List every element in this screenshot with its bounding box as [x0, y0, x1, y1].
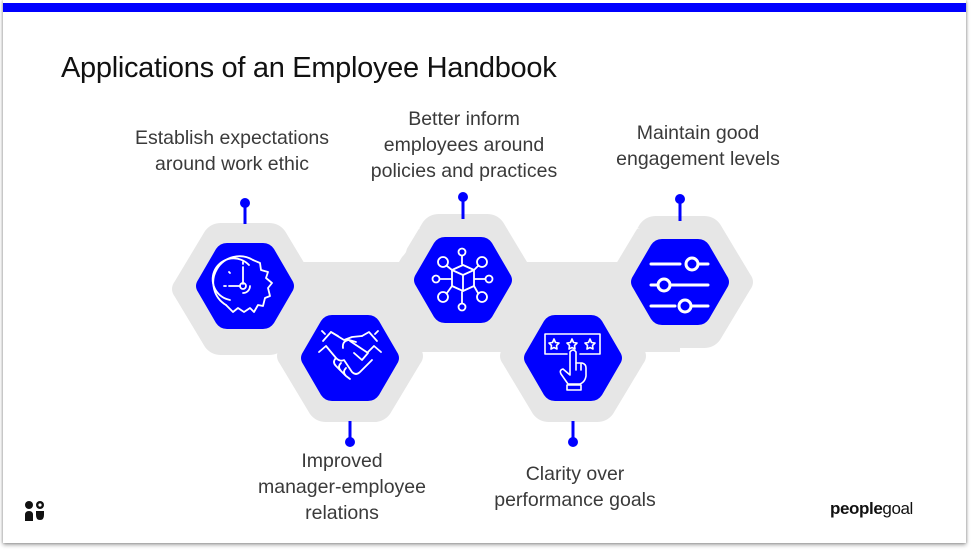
item-3-label-line2: employees around — [383, 134, 545, 156]
sliders-icon — [649, 256, 710, 314]
item-1-label: Establish expectations around work ethic — [135, 125, 329, 177]
network-cube-icon — [431, 247, 494, 312]
handshake-icon — [318, 330, 382, 380]
brand-logo-bold: people — [830, 499, 883, 518]
page-title: Applications of an Employee Handbook — [61, 52, 557, 84]
item-5-label-line1: Maintain good — [636, 122, 760, 144]
peoplegoal-mark-icon — [25, 501, 44, 521]
item-2-label: Improved manager-employee relations — [258, 448, 426, 526]
item-5-label: Maintain good engagement levels — [616, 120, 780, 172]
item-4-label: Clarity over performance goals — [494, 461, 656, 513]
item-3-label: Better inform employees around policies … — [371, 106, 557, 184]
item-3-label-line3: policies and practices — [370, 160, 558, 182]
item-1-label-line2: around work ethic — [155, 153, 309, 175]
star-rating-click-icon — [544, 333, 601, 391]
item-4-label-line1: Clarity over — [525, 463, 625, 485]
item-4-label-line2: performance goals — [494, 489, 656, 511]
top-accent-bar — [3, 3, 966, 12]
item-1-label-line1: Establish expectations — [134, 127, 330, 149]
item-5-label-line2: engagement levels — [616, 148, 780, 170]
item-3-label-line1: Better inform — [408, 108, 520, 130]
item-2-label-line3: relations — [305, 502, 379, 524]
clock-gear-icon — [211, 255, 273, 313]
item-2-label-line2: manager-employee — [257, 476, 427, 498]
brand-logo: peoplegoal — [830, 499, 913, 519]
brand-logo-regular: goal — [882, 499, 913, 518]
item-2-label-line1: Improved — [301, 450, 383, 472]
